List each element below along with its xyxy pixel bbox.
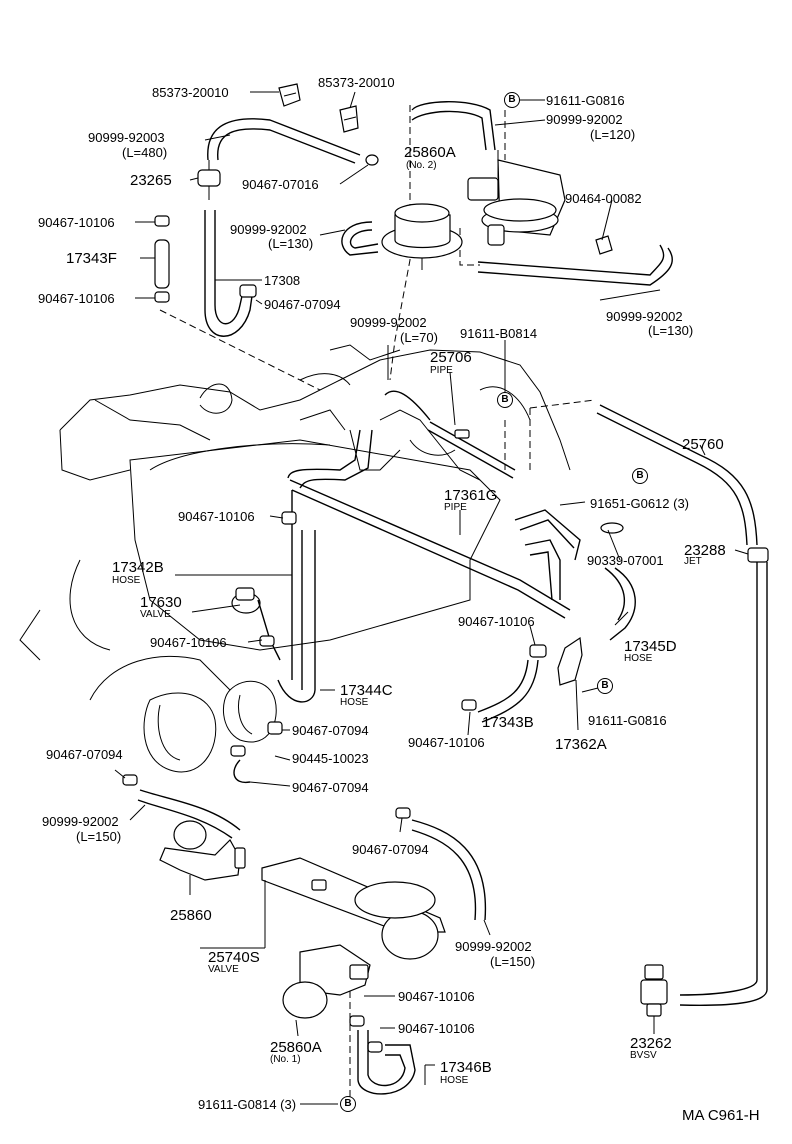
label-25706: 25706 — [430, 349, 472, 366]
label-17362A: 17362A — [555, 736, 607, 753]
label-23288: 23288 — [684, 542, 726, 559]
label-17361G: 17361G — [444, 487, 498, 504]
label-85373-20010-b: 85373-20010 — [318, 75, 395, 90]
label-91611-G0816-top: 91611-G0816 — [546, 93, 625, 108]
label-90999-92002-l130a-len: (L=130) — [268, 236, 314, 251]
label-25860A-no1: 25860A — [270, 1039, 322, 1056]
lower-left-parts — [122, 721, 487, 1095]
label-90999-92002-l150a: 90999-92002 — [42, 814, 119, 829]
marker-b-25706: B — [497, 392, 513, 408]
label-90999-92002-l150b: 90999-92002 — [455, 939, 532, 954]
label-25860A-no2: 25860A — [404, 144, 456, 161]
label-25860A-no1-sub: (No. 1) — [270, 1054, 301, 1065]
label-90339-07001: 90339-07001 — [587, 553, 664, 568]
label-90467-07094-a: 90467-07094 — [264, 297, 341, 312]
label-17344C-sub: HOSE — [340, 697, 369, 708]
label-90999-92002-top-len: (L=120) — [590, 127, 636, 142]
label-90999-92003-len: (L=480) — [122, 145, 168, 160]
label-90467-07094-b: 90467-07094 — [292, 723, 369, 738]
label-90467-07094-c: 90467-07094 — [46, 747, 123, 762]
label-25740S-sub: VALVE — [208, 964, 239, 975]
label-91611-G0814: 91611-G0814 (3) — [198, 1097, 297, 1112]
label-90467-10106-c: 90467-10106 — [178, 509, 255, 524]
marker-b-91651: B — [632, 468, 648, 484]
label-23288-sub: JET — [684, 556, 702, 567]
label-90467-07094-d: 90467-07094 — [292, 780, 369, 795]
label-90467-10106-d: 90467-10106 — [458, 614, 535, 629]
label-85373-20010-a: 85373-20010 — [152, 85, 229, 100]
label-17630-sub: VALVE — [140, 609, 171, 620]
label-90999-92002-top: 90999-92002 — [546, 112, 623, 127]
label-25740S: 25740S — [208, 949, 260, 966]
top-right-assembly — [341, 101, 673, 286]
label-25760: 25760 — [682, 436, 724, 453]
label-90467-10106-g: 90467-10106 — [398, 989, 475, 1004]
label-25706-sub: PIPE — [430, 365, 453, 376]
bvsv-23262 — [640, 964, 668, 1028]
label-90467-07016: 90467-07016 — [242, 177, 319, 192]
label-17630: 17630 — [140, 594, 182, 611]
label-90464-00082: 90464-00082 — [565, 191, 642, 206]
label-90467-10106-b: 90467-10106 — [38, 291, 115, 306]
label-90445-10023: 90445-10023 — [292, 751, 369, 766]
label-90999-92002-l70: 90999-92002 — [350, 315, 427, 330]
label-17343B: 17343B — [482, 714, 534, 731]
label-90999-92002-l130b-len: (L=130) — [648, 323, 694, 338]
label-90467-10106-h: 90467-10106 — [398, 1021, 475, 1036]
label-90999-92002-l130a: 90999-92002 — [230, 222, 307, 237]
label-17345D-sub: HOSE — [624, 653, 653, 664]
label-90999-92002-l150b-len: (L=150) — [490, 954, 536, 969]
marker-b-bottom: B — [340, 1096, 356, 1112]
diagram-code: MA C961-H — [682, 1107, 760, 1124]
label-25860A-no2-sub: (No. 2) — [406, 160, 437, 171]
label-17345D: 17345D — [624, 638, 677, 655]
label-90467-10106-a: 90467-10106 — [38, 215, 115, 230]
label-17344C: 17344C — [340, 682, 393, 699]
middle-piping — [231, 390, 769, 1006]
marker-b-top: B — [504, 92, 520, 108]
label-90999-92002-l130b: 90999-92002 — [606, 309, 683, 324]
label-17346B: 17346B — [440, 1059, 492, 1076]
label-90467-10106-f: 90467-10106 — [408, 735, 485, 750]
label-17346B-sub: HOSE — [440, 1075, 469, 1086]
label-25860: 25860 — [170, 907, 212, 924]
label-91651-G0612: 91651-G0612 (3) — [590, 496, 690, 511]
label-17361G-sub: PIPE — [444, 502, 467, 513]
leader-lines — [114, 91, 749, 1105]
label-17308: 17308 — [264, 273, 301, 288]
label-23265: 23265 — [130, 172, 172, 189]
label-90999-92002-l70-len: (L=70) — [400, 330, 438, 345]
marker-b-mid: B — [597, 678, 613, 694]
label-91611-B0814: 91611-B0814 — [460, 326, 538, 341]
label-90999-92003: 90999-92003 — [88, 130, 165, 145]
label-23262-sub: BVSV — [630, 1050, 657, 1061]
label-17342B-sub: HOSE — [112, 575, 141, 586]
label-17343F: 17343F — [66, 250, 117, 267]
label-17342B: 17342B — [112, 559, 164, 576]
label-90467-10106-e: 90467-10106 — [150, 635, 227, 650]
label-23262: 23262 — [630, 1035, 672, 1052]
label-91611-G0816-mid: 91611-G0816 — [588, 713, 667, 728]
label-90999-92002-l150a-len: (L=150) — [76, 829, 122, 844]
label-90467-07094-e: 90467-07094 — [352, 842, 429, 857]
